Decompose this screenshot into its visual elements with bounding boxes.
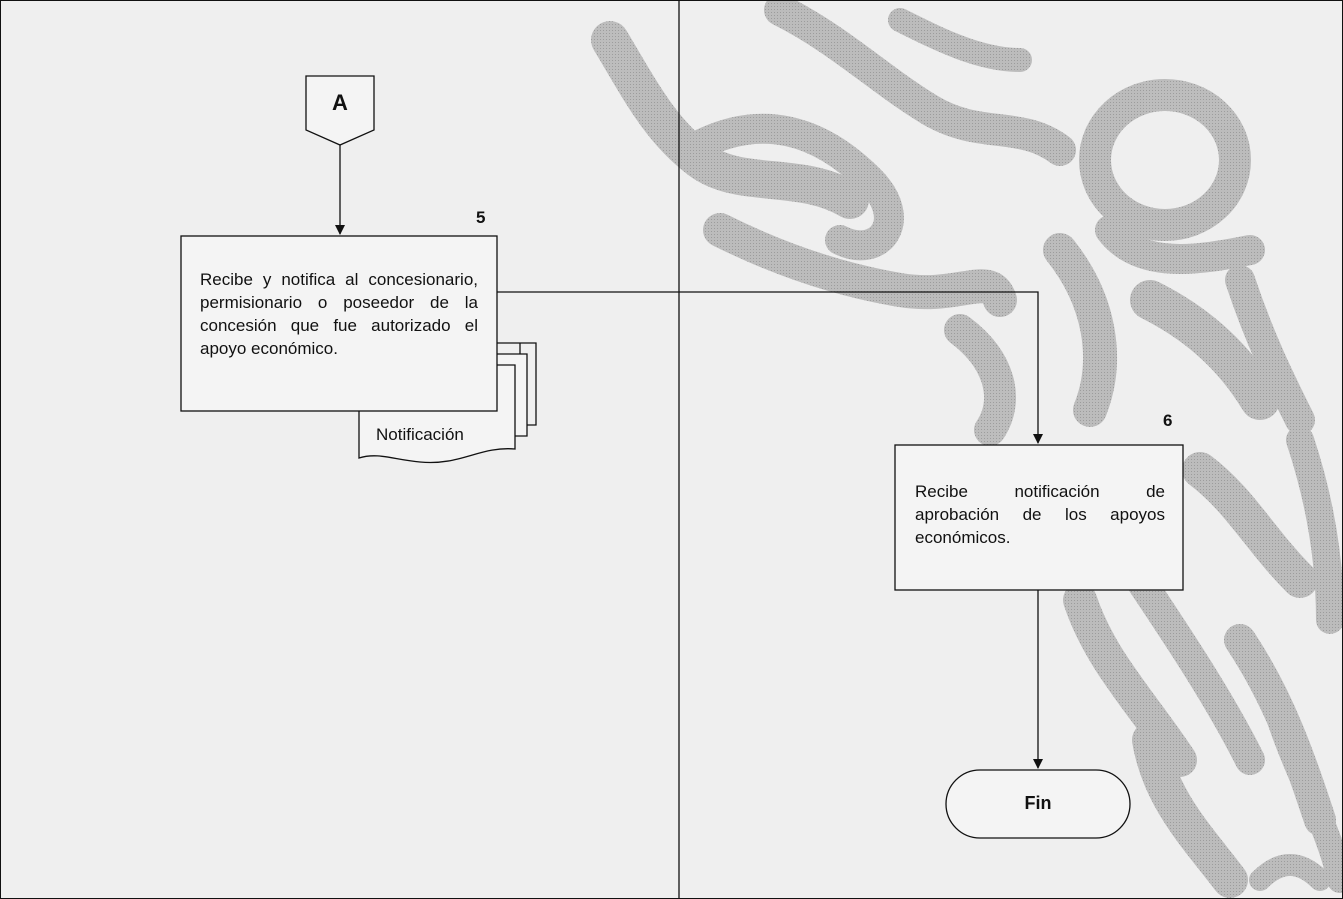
connector-label: A: [332, 90, 348, 115]
step-6-box: [894, 444, 1184, 591]
watermark-figure: [591, 0, 1343, 898]
end-terminator-shape: [945, 769, 1131, 839]
step-6-text: Recibe notificación de aprobación de los…: [915, 482, 1165, 547]
off-page-connector-shape: [305, 75, 375, 146]
step-5-text: Recibe y notifica al concesionario, perm…: [200, 270, 478, 358]
document-label: Notificación: [376, 425, 464, 444]
step-5-box: [180, 235, 498, 412]
end-terminator-label: Fin: [1024, 793, 1052, 813]
step-6-number: 6: [1163, 411, 1173, 430]
step5-to-step6-arrow: [497, 291, 1043, 444]
step-5-number: 5: [476, 208, 486, 227]
